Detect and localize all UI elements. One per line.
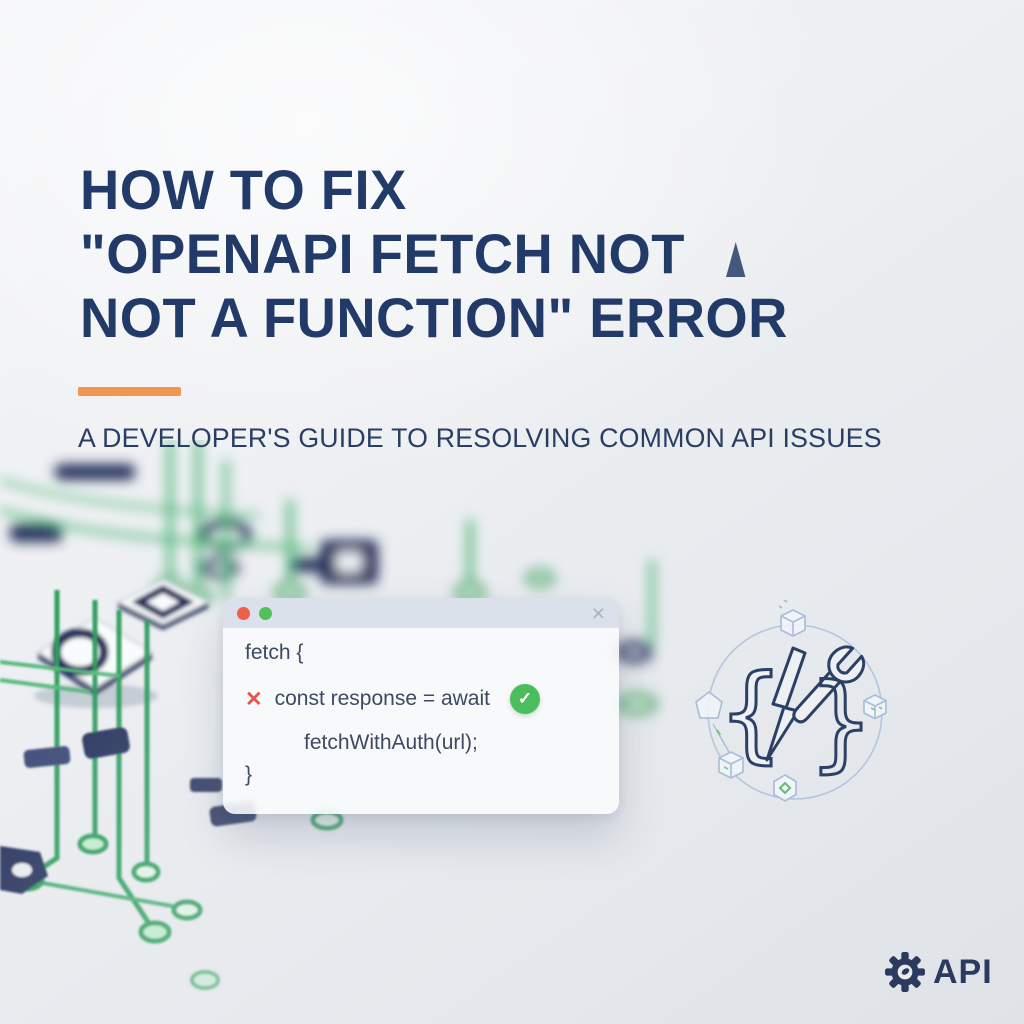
- logo-text: API: [933, 952, 993, 991]
- subtitle: A DEVELOPER'S GUIDE TO RESOLVING COMMON …: [78, 423, 882, 453]
- brand-logo: API: [884, 951, 993, 993]
- code-line-4: }: [245, 763, 253, 786]
- code-line-2: ✕ const response = await ✓: [245, 684, 599, 714]
- circuit-board-illustration: [0, 440, 657, 990]
- window-close-dot[interactable]: [237, 606, 250, 620]
- success-check-icon: ✓: [509, 684, 540, 714]
- left-brace-icon: {: [718, 652, 784, 774]
- window-minimize-dot[interactable]: [259, 606, 272, 620]
- gear-icon: [885, 952, 925, 992]
- right-brace-icon: }: [808, 661, 874, 783]
- window-titlebar: ×: [223, 598, 619, 628]
- error-x-icon: ✕: [245, 687, 263, 711]
- wrench-icon: [792, 645, 866, 724]
- accent-divider: [78, 387, 181, 396]
- page-title: HOW TO FIX "OPENAPI FETCH NOT NOT A FUNC…: [80, 158, 810, 350]
- code-line-1: fetch {: [245, 641, 304, 664]
- pentagon-node-icon: [695, 690, 723, 719]
- code-body: fetch { ✕ const response = await ✓ fetch…: [223, 628, 619, 790]
- close-icon[interactable]: ×: [591, 599, 605, 626]
- code-wrench-icon: { }: [716, 645, 876, 785]
- cube-icons: [718, 600, 887, 779]
- title-line-3: NOT A FUNCTION" ERROR: [80, 286, 788, 349]
- code-line-3: fetchWithAuth(url);: [304, 731, 478, 754]
- code-line-2-text: const response = await: [274, 687, 490, 710]
- lightning-bolt-icon: [765, 646, 807, 762]
- hexagon-node-icon: [773, 774, 797, 802]
- triangle-icon: [725, 242, 746, 277]
- dev-tools-illustration: { }: [695, 600, 887, 802]
- title-line-1: HOW TO FIX: [80, 158, 407, 221]
- title-line-2: "OPENAPI FETCH NOT: [80, 222, 685, 285]
- code-window: × fetch { ✕ const response = await ✓ fet…: [223, 598, 619, 814]
